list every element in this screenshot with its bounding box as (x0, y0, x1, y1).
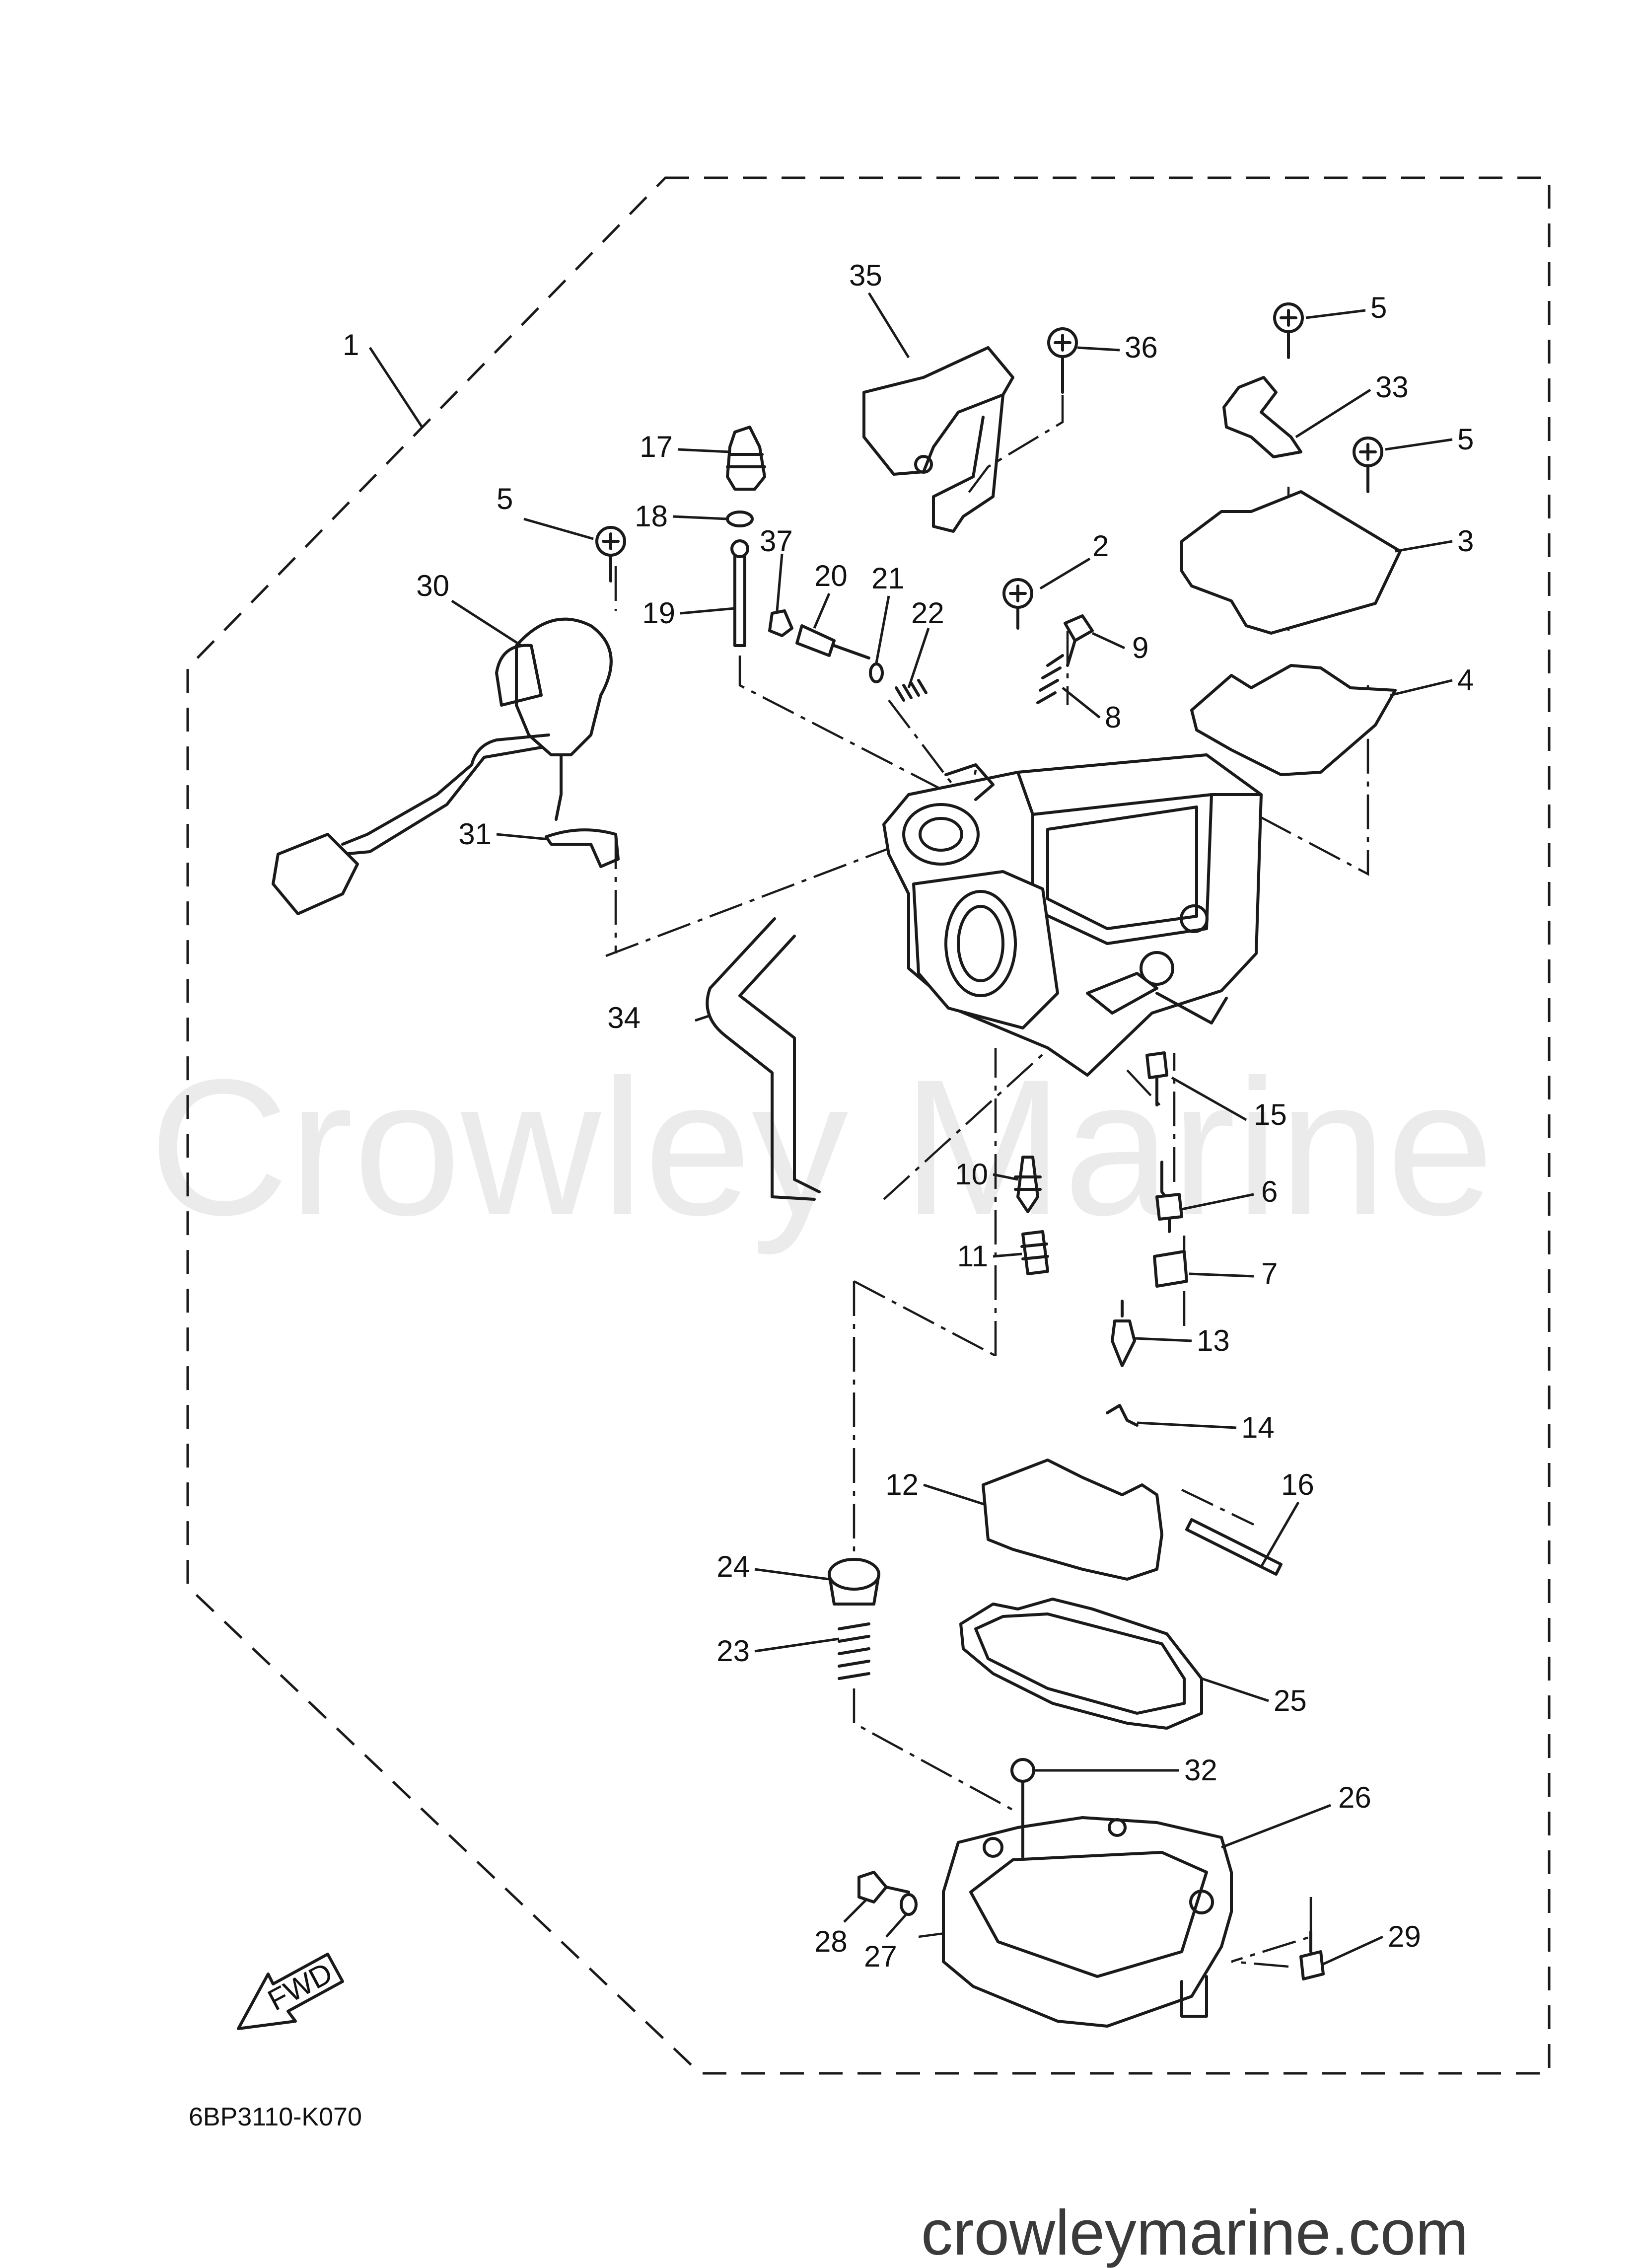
callout-28: 28 (814, 1925, 848, 1958)
callout-23: 23 (716, 1634, 750, 1668)
callout-6: 6 (1261, 1175, 1278, 1208)
fwd-arrow-icon: FWD (237, 1953, 344, 2030)
plunger-19 (730, 539, 749, 647)
callout-34: 34 (607, 1001, 641, 1034)
spring-8 (1036, 654, 1064, 704)
callout-5-left: 5 (497, 482, 513, 515)
screw-9 (1064, 614, 1094, 667)
callout-9: 9 (1132, 631, 1148, 664)
callout-25: 25 (1274, 1684, 1307, 1717)
callout-24: 24 (716, 1550, 750, 1583)
callout-1: 1 (343, 328, 359, 362)
callout-29: 29 (1388, 1920, 1421, 1953)
drawing-code: 6BP3110-K070 (189, 2103, 362, 2131)
screw-36 (1047, 327, 1078, 394)
callout-7: 7 (1261, 1257, 1278, 1290)
screw-32 (1010, 1758, 1035, 1859)
o-ring-21 (869, 662, 884, 683)
callout-5-right: 5 (1457, 423, 1474, 456)
callout-numbers: 1 2 3 4 5 5 5 6 7 8 9 10 11 12 13 14 15 … (343, 259, 1474, 1973)
float-chamber (942, 1816, 1233, 2028)
screw-15 (1145, 1051, 1168, 1106)
washer-27 (900, 1893, 918, 1916)
callout-10: 10 (955, 1158, 988, 1191)
bracket (862, 346, 1014, 533)
callout-20: 20 (814, 559, 848, 592)
callout-14: 14 (1241, 1411, 1275, 1444)
leader-lines (368, 292, 1453, 1966)
float-pin-16 (1185, 1518, 1283, 1576)
wire-clamp (1222, 376, 1302, 458)
callout-30: 30 (416, 569, 449, 602)
callout-31: 31 (458, 817, 492, 851)
o-ring-18 (726, 511, 754, 527)
float-chamber-gasket (959, 1598, 1203, 1730)
plug-7 (1153, 1250, 1188, 1288)
callout-33: 33 (1375, 370, 1409, 404)
float (982, 1459, 1163, 1581)
fuel-hose (706, 917, 821, 1201)
callout-18: 18 (635, 500, 668, 533)
throttle-position-sensor (272, 617, 620, 915)
callout-17: 17 (640, 430, 673, 463)
callout-32: 32 (1184, 1754, 1217, 1787)
callout-16: 16 (1281, 1468, 1314, 1501)
screw-5-right (1353, 437, 1383, 493)
spring-23 (838, 1622, 870, 1680)
screw-20 (795, 624, 870, 659)
jet-11 (1020, 1230, 1049, 1275)
cover-gasket (1190, 664, 1397, 776)
callout-12: 12 (885, 1468, 919, 1501)
callout-19: 19 (642, 596, 675, 630)
screw-5-top (1273, 302, 1304, 359)
jet-6 (1155, 1161, 1183, 1233)
watermark: Crowley Marine (149, 1039, 1494, 1256)
spring-22 (895, 679, 928, 702)
screw-29 (1299, 1930, 1325, 1980)
callout-27: 27 (864, 1940, 897, 1973)
callout-35: 35 (849, 259, 882, 292)
drain-screw-28 (857, 1871, 910, 1903)
pilot-screw-17 (726, 426, 766, 491)
callout-8: 8 (1105, 701, 1121, 734)
callout-5-top: 5 (1370, 291, 1387, 324)
callout-21: 21 (871, 562, 905, 595)
cap-37 (768, 609, 793, 637)
site-url: crowleymarine.com (921, 2197, 1469, 2268)
carburetor-body (882, 753, 1263, 1077)
callout-22: 22 (911, 596, 944, 630)
main-jet-10 (1014, 1156, 1042, 1213)
cover-plate (1180, 490, 1402, 635)
screw-5-left (595, 526, 626, 583)
plunger-24 (828, 1558, 880, 1606)
callout-26: 26 (1338, 1781, 1371, 1814)
callout-2: 2 (1092, 529, 1109, 563)
needle-valve-13 (1111, 1300, 1136, 1367)
callout-3: 3 (1457, 524, 1474, 558)
callout-36: 36 (1125, 331, 1158, 364)
callout-4: 4 (1457, 663, 1474, 697)
callout-11: 11 (957, 1240, 988, 1273)
callout-37: 37 (760, 524, 793, 558)
fwd-label: FWD (262, 1956, 338, 2017)
clip-14 (1106, 1404, 1139, 1427)
screw-2 (1002, 578, 1033, 630)
callout-13: 13 (1197, 1324, 1230, 1357)
callout-15: 15 (1254, 1098, 1287, 1131)
